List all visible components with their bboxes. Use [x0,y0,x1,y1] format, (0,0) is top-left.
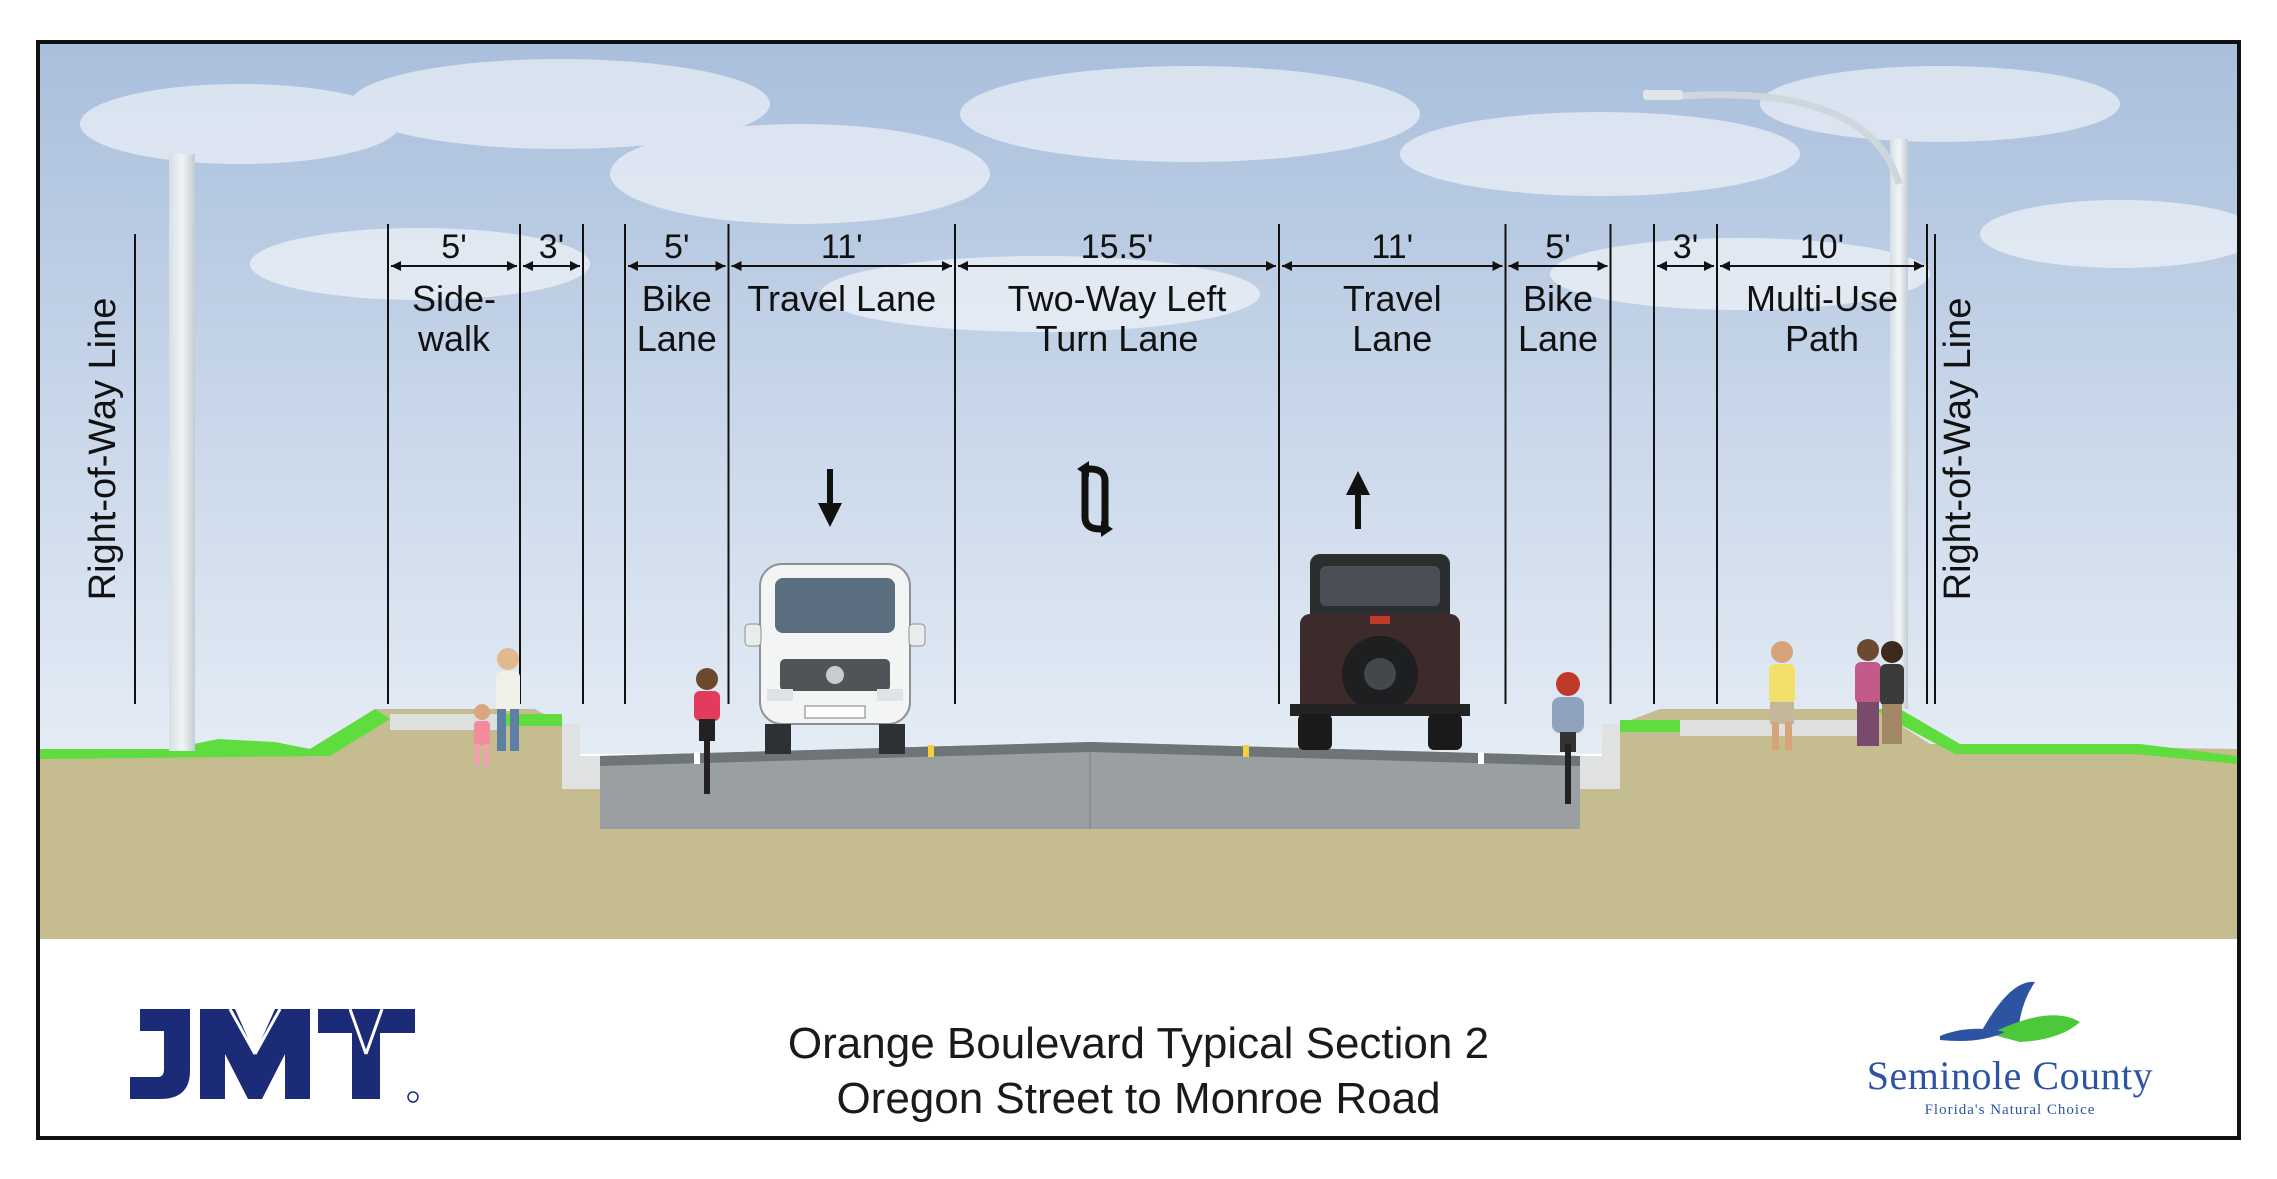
segment-name-label: walk [417,318,491,359]
segment-width-label: 10' [1800,228,1844,266]
segment-width-label: 3' [1673,228,1698,266]
segment-name-label: Travel [1343,278,1442,319]
soil [40,709,2237,939]
segment-width-label: 11' [1371,228,1413,266]
dimension-arrowhead [1597,261,1608,271]
dimension-arrowhead [391,261,401,271]
dimension-arrowhead [1492,261,1503,271]
segment-width-label: 3' [539,228,564,266]
segment-name-label: Lane [1518,318,1598,359]
title-line-1: Orange Boulevard Typical Section 2 [787,1019,1490,1068]
title-line-2: Oregon Street to Monroe Road [836,1074,1441,1123]
sky [40,44,2237,754]
segment-width-label: 15.5' [1081,228,1154,266]
row-label-right: Right-of-Way Line [1937,298,1979,601]
grass-right [1875,709,2237,764]
dimension-arrowhead [628,261,638,271]
segment-width-label: 5' [664,228,689,266]
dimension-arrowhead [942,261,952,271]
cyclist-right [1552,672,1584,804]
seminole-emblem-icon [1940,981,2080,1042]
down-arrow-icon [818,469,842,527]
street-light [1643,90,1908,709]
segment-name-label: Turn Lane [1036,318,1199,359]
dimension-arrowhead [731,261,742,271]
pedestrian-adult [496,648,520,751]
dimension-arrowhead [523,261,533,271]
dimension-arrowhead [1508,261,1519,271]
curb-right [1580,724,1620,789]
lane-markings [694,745,1484,764]
jeep [1290,554,1470,750]
jmt-logo [130,1008,419,1103]
dimension-lines [387,224,1928,704]
seminole-county-name: Seminole County [1866,1053,2154,1098]
dimension-arrowhead [1282,261,1292,271]
van [744,563,926,754]
pedestrian-path-couple [1855,639,1904,746]
curb-left [562,724,600,789]
segment-name-label: Bike [642,278,712,319]
seminole-county-logo: Seminole County Florida's Natural Choice [1820,974,2200,1134]
segment-name-label: Bike [1523,278,1593,319]
dimension-arrowhead [507,261,517,271]
dimension-arrowhead [1720,261,1730,271]
pavement-top [600,742,1580,766]
segment-name-label: Side- [412,278,496,319]
grass-buffer-right [1620,720,1680,732]
segment-width-label: 5' [1545,228,1570,266]
segment-name-label: Multi-Use [1746,278,1898,319]
dimension-arrowhead [1704,261,1714,271]
segment-name-label: Two-Way Left [1008,278,1227,319]
pedestrian-child [474,704,490,766]
dimension-arrowhead [1914,261,1924,271]
row-label-left: Right-of-Way Line [82,298,124,601]
dimension-arrowhead [958,261,968,271]
segment-name-label: Path [1785,318,1859,359]
dimension-arrowhead [715,261,726,271]
seminole-county-tagline: Florida's Natural Choice [1924,1102,2096,1118]
pedestrian-path-man [1769,641,1795,750]
segment-name-label: Lane [1352,318,1432,359]
sidewalk-left [390,714,500,730]
cyclist-left [694,668,720,794]
segment-width-label: 11' [821,228,863,266]
dimension-arrowhead [1657,261,1667,271]
two-way-turn-arrow-icon [1077,461,1113,537]
dimension-arrowhead [1266,261,1276,271]
grass-buffer-left [500,714,562,726]
segment-width-label: 5' [441,228,466,266]
segment-name-label: Lane [637,318,717,359]
segment-name-label: Travel Lane [747,278,936,319]
utility-pole-left [169,154,195,751]
up-arrow-icon [1346,471,1370,529]
dimension-arrowhead [570,261,580,271]
grass-left [40,709,390,759]
